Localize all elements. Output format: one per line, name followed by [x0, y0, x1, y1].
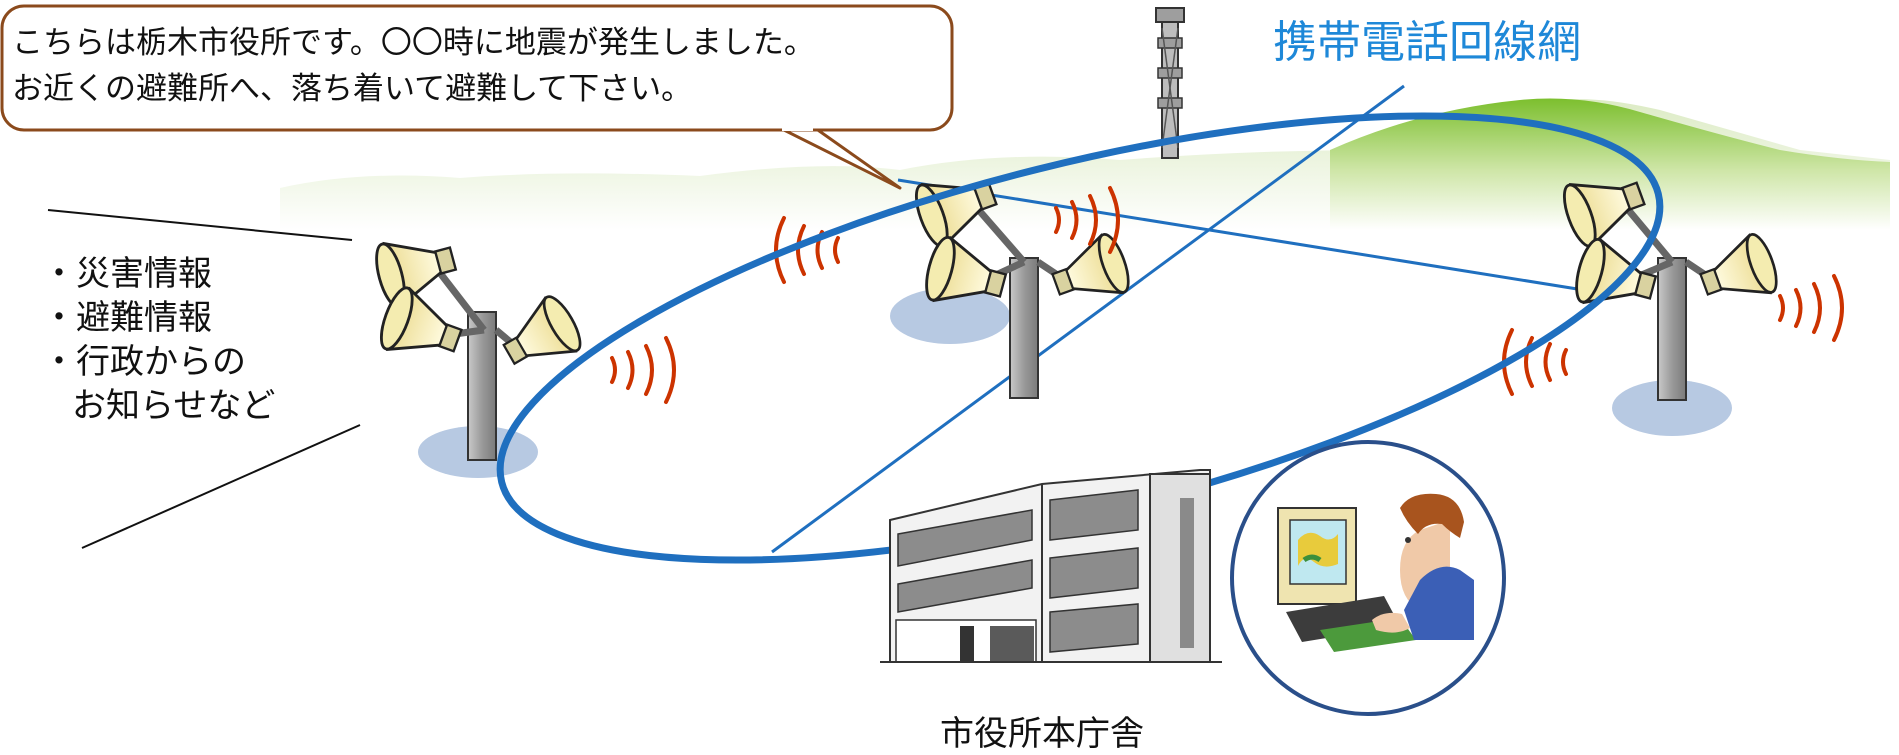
loudspeaker-icon: [369, 225, 589, 461]
info-item-evacuation: ・避難情報: [42, 298, 212, 338]
loudspeaker-icon: [908, 161, 1136, 399]
radio-tower-icon: [1155, 7, 1185, 159]
office-building-icon: [880, 469, 1222, 663]
info-pointer-lines: [47, 209, 361, 549]
callout-message: こちらは栃木市役所です。〇〇時に地震が発生しました。 お近くの避難所へ、落ち着い…: [12, 20, 942, 112]
loudspeaker-icon: [1556, 161, 1784, 401]
info-item-disaster: ・災害情報: [42, 254, 212, 294]
building-label: 市役所本庁舎: [940, 714, 1144, 754]
ground-shadows: [418, 288, 1732, 478]
hills-background: [280, 98, 1890, 230]
info-item-continuation: お知らせなど: [72, 386, 276, 426]
callout-line-2: お近くの避難所へ、落ち着いて避難して下さい。: [12, 71, 693, 107]
announcement-callout: [0, 4, 954, 190]
callout-line-1: こちらは栃木市役所です。〇〇時に地震が発生しました。: [12, 25, 815, 61]
network-label: 携帯電話回線網: [1273, 17, 1581, 68]
operator-at-computer-icon: [1230, 440, 1506, 716]
info-list: ・災害情報 ・避難情報 ・行政からの お知らせなど: [42, 252, 275, 428]
info-item-administration: ・行政からの: [42, 342, 246, 382]
network-lines: [771, 84, 1597, 554]
